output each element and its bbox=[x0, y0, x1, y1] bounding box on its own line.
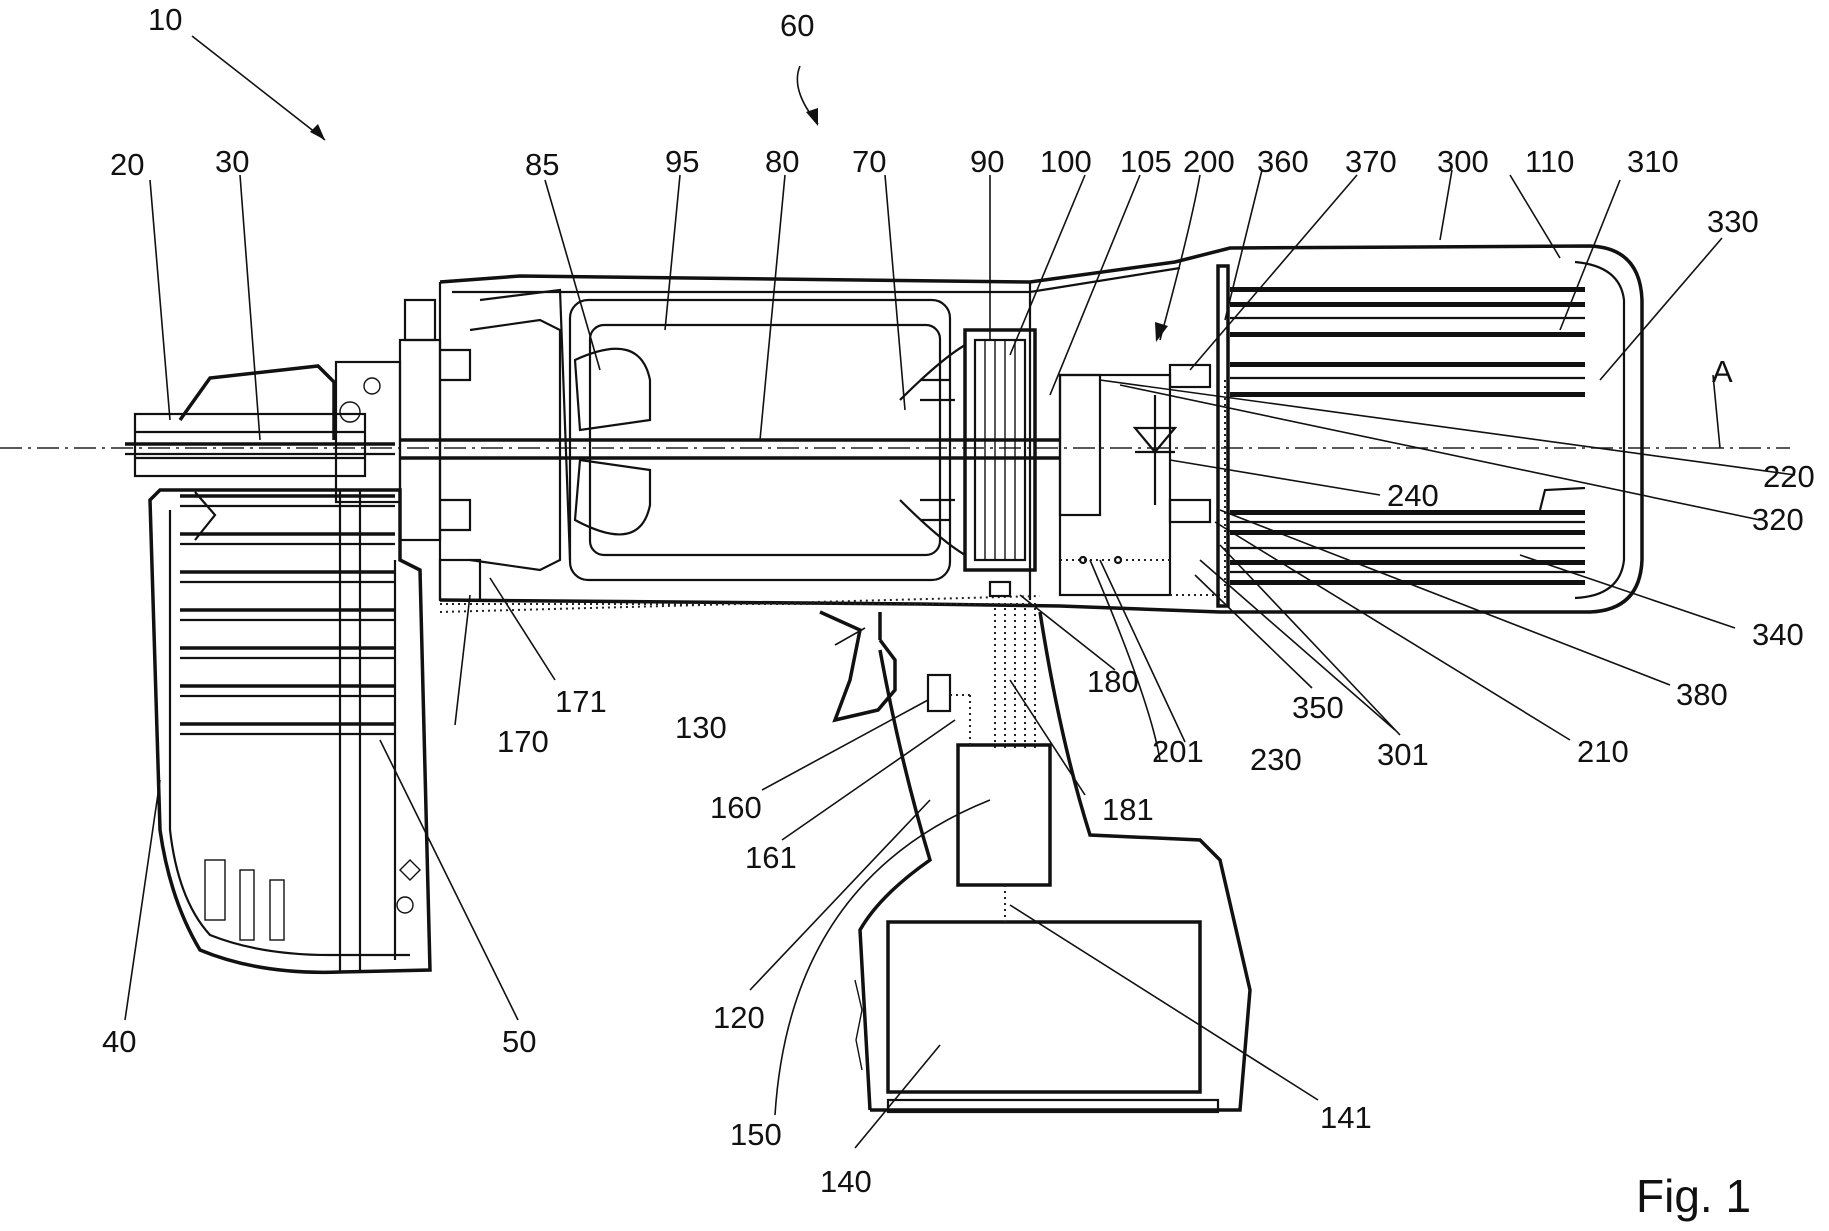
electronics-chamber bbox=[1058, 363, 1226, 600]
label-20: 20 bbox=[110, 147, 144, 182]
label-140: 140 bbox=[820, 1164, 872, 1199]
label-120: 120 bbox=[713, 1000, 765, 1035]
label-340: 340 bbox=[1752, 617, 1804, 652]
nose-assembly bbox=[133, 288, 572, 572]
label-95: 95 bbox=[665, 144, 699, 179]
label-360: 360 bbox=[1257, 144, 1309, 179]
label-350: 350 bbox=[1292, 690, 1344, 725]
label-150: 150 bbox=[730, 1117, 782, 1152]
label-201: 201 bbox=[1152, 734, 1204, 769]
lower-rail bbox=[438, 558, 1041, 750]
label-200: 200 bbox=[1183, 144, 1235, 179]
label-370: 370 bbox=[1345, 144, 1397, 179]
label-50: 50 bbox=[502, 1024, 536, 1059]
leader-lines bbox=[124, 35, 1796, 1149]
label-161: 161 bbox=[745, 840, 797, 875]
label-10: 10 bbox=[148, 2, 182, 37]
label-141: 141 bbox=[1320, 1100, 1372, 1135]
magazine bbox=[148, 488, 432, 975]
switch-160 bbox=[926, 673, 952, 713]
label-70: 70 bbox=[852, 144, 886, 179]
label-130: 130 bbox=[675, 710, 727, 745]
label-320: 320 bbox=[1752, 502, 1804, 537]
handle bbox=[819, 610, 1252, 1114]
label-300: 300 bbox=[1437, 144, 1489, 179]
control-unit-150 bbox=[956, 743, 1052, 887]
label-180: 180 bbox=[1087, 664, 1139, 699]
label-230: 230 bbox=[1250, 742, 1302, 777]
label-axis-a: A bbox=[1712, 354, 1733, 389]
label-80: 80 bbox=[765, 144, 799, 179]
label-60: 60 bbox=[780, 8, 814, 43]
label-170: 170 bbox=[497, 724, 549, 759]
label-240: 240 bbox=[1387, 478, 1439, 513]
label-330: 330 bbox=[1707, 204, 1759, 239]
label-160: 160 bbox=[710, 790, 762, 825]
label-380: 380 bbox=[1676, 677, 1728, 712]
label-85: 85 bbox=[525, 147, 559, 182]
fastener-stack bbox=[125, 442, 395, 736]
label-220: 220 bbox=[1763, 459, 1815, 494]
label-90: 90 bbox=[970, 144, 1004, 179]
label-210: 210 bbox=[1577, 734, 1629, 769]
figure-label: Fig. 1 bbox=[1636, 1170, 1751, 1222]
label-310: 310 bbox=[1627, 144, 1679, 179]
label-301: 301 bbox=[1377, 737, 1429, 772]
energy-store bbox=[1216, 264, 1586, 608]
label-181: 181 bbox=[1102, 792, 1154, 827]
label-30: 30 bbox=[215, 144, 249, 179]
label-110: 110 bbox=[1525, 144, 1574, 179]
motor-assembly bbox=[400, 298, 1102, 582]
label-171: 171 bbox=[555, 684, 607, 719]
label-40: 40 bbox=[102, 1024, 136, 1059]
label-105: 105 bbox=[1120, 144, 1172, 179]
battery-140 bbox=[886, 920, 1202, 1094]
label-100: 100 bbox=[1040, 144, 1092, 179]
